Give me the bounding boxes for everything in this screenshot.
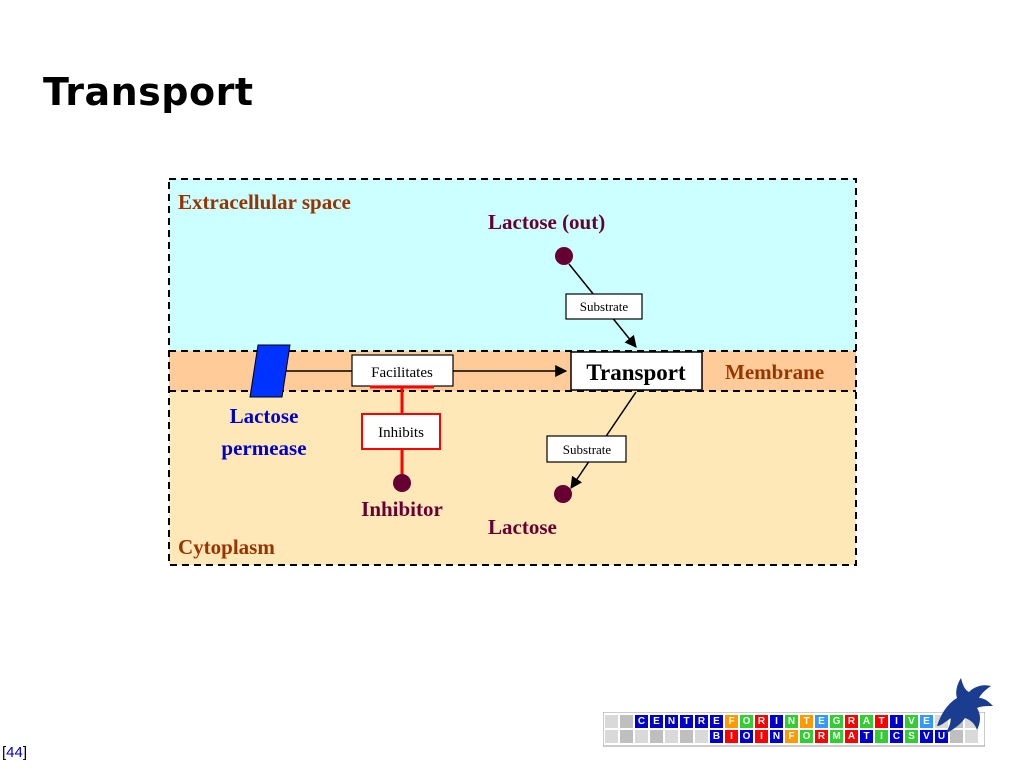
logo-bioinformatics-letter: B <box>710 730 723 743</box>
permease-shape <box>249 344 291 398</box>
logo-centre-letter: T <box>800 715 813 728</box>
logo-centre-letter: R <box>845 715 858 728</box>
logo-centre-letter: A <box>860 715 873 728</box>
logo-bioinformatics-blank-cell <box>650 730 663 743</box>
logo-bioinformatics-letter: O <box>800 730 813 743</box>
logo-bioinformatics-letter: I <box>725 730 738 743</box>
permease-label-line2: permease <box>221 436 306 460</box>
membrane-label: Membrane <box>725 360 824 384</box>
logo-bioinformatics-blank-cell <box>620 730 633 743</box>
logo-bioinformatics-letter: I <box>755 730 768 743</box>
inhibits-label: Inhibits <box>378 425 424 441</box>
logo-centre-letter: N <box>665 715 678 728</box>
logo-centre-letter: G <box>830 715 843 728</box>
logo-centre-letter: I <box>770 715 783 728</box>
cytoplasm-label: Cytoplasm <box>178 535 275 559</box>
logo-bioinformatics-letter: C <box>890 730 903 743</box>
logo-bioinformatics-blank-cell <box>605 730 618 743</box>
logo-bioinformatics-blank-cell <box>950 730 963 743</box>
lactose-out-node <box>555 247 573 265</box>
logo-centre-letter: F <box>725 715 738 728</box>
lactose-out-label: Lactose (out) <box>488 210 605 234</box>
logo-centre-letter: E <box>920 715 933 728</box>
logo-bioinformatics-blank-cell <box>665 730 678 743</box>
facilitates-box <box>351 354 454 387</box>
logo-centre-letter: E <box>710 715 723 728</box>
logo-bioinformatics-letter: I <box>875 730 888 743</box>
logo-bioinformatics-letter: U <box>935 730 948 743</box>
logo-bioinformatics-letter: V <box>920 730 933 743</box>
logo-bioinformatics-blank-cell <box>680 730 693 743</box>
vu-griffin-icon <box>937 678 993 734</box>
logo-bioinformatics-letter: O <box>740 730 753 743</box>
logo-bioinformatics-blank-cell <box>695 730 708 743</box>
substrate-bottom-box <box>546 435 627 463</box>
page-number: [44] <box>2 744 28 761</box>
substrate-top-label: Substrate <box>580 299 629 314</box>
extracellular-label: Extracellular space <box>178 190 351 214</box>
logo-centre-letter: O <box>740 715 753 728</box>
logo-centre-letter: N <box>785 715 798 728</box>
inhibits-box <box>361 413 441 450</box>
logo-bioinformatics-letter: R <box>815 730 828 743</box>
logo-bioinformatics-letter: N <box>770 730 783 743</box>
logo-centre-blank-cell <box>620 715 633 728</box>
logo-bioinformatics-letter: A <box>845 730 858 743</box>
substrate-top-box <box>565 293 643 320</box>
logo-centre-letter: E <box>650 715 663 728</box>
extracellular-region <box>169 179 856 351</box>
transport-node-label: Transport <box>586 360 686 385</box>
logo-centre-letter: I <box>890 715 903 728</box>
permease-label-line1: Lactose <box>230 404 299 428</box>
lactose-in-label: Lactose <box>488 515 557 539</box>
logo-bioinformatics-letter: S <box>905 730 918 743</box>
transport-node <box>570 351 703 391</box>
logo-centre-letter: V <box>905 715 918 728</box>
logo-centre-letter: T <box>680 715 693 728</box>
logo-centre-letter: R <box>755 715 768 728</box>
inhibitor-node <box>393 474 411 492</box>
facilitates-label: Facilitates <box>371 365 433 381</box>
substrate-bottom-label: Substrate <box>563 442 612 457</box>
logo-bioinformatics-letter: F <box>785 730 798 743</box>
logo-bioinformatics-blank-cell <box>965 730 978 743</box>
logo-centre-letter: C <box>635 715 648 728</box>
slide-title: Transport <box>43 70 254 114</box>
cytoplasm-region <box>169 391 856 565</box>
logo-bioinformatics-blank-cell <box>635 730 648 743</box>
lactose-in-node <box>554 485 572 503</box>
inhibitor-label: Inhibitor <box>361 497 443 521</box>
logo-centre-letter: R <box>695 715 708 728</box>
diagram-border <box>168 178 857 566</box>
logo-centre-blank-cell <box>605 715 618 728</box>
logo-bioinformatics-letter: T <box>860 730 873 743</box>
logo-centre-letter: T <box>875 715 888 728</box>
logo-centre-letter: E <box>815 715 828 728</box>
logo-bioinformatics-letter: M <box>830 730 843 743</box>
